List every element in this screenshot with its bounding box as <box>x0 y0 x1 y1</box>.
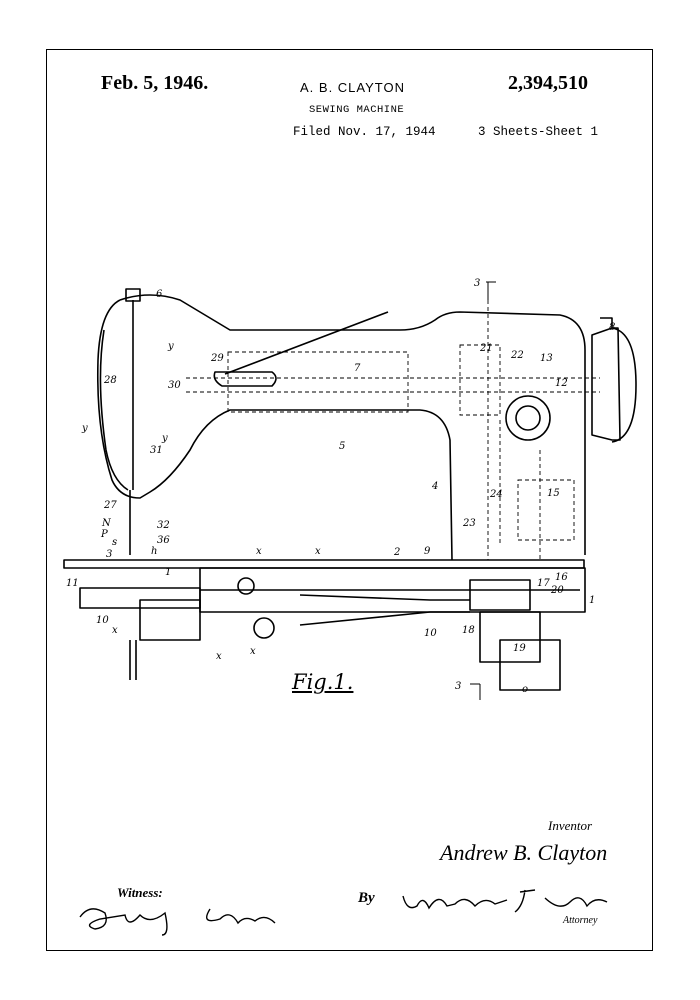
reference-numeral: 8 <box>609 322 615 333</box>
reference-numeral: 10 <box>96 615 109 626</box>
reference-numeral: 31 <box>150 445 163 456</box>
reference-numeral: N <box>101 518 112 529</box>
reference-numeral: 21 <box>479 343 493 354</box>
sheet-count: 3 Sheets-Sheet 1 <box>478 125 599 139</box>
reference-numeral: s <box>112 537 117 548</box>
reference-numeral: 4 <box>431 481 438 492</box>
patent-title: SEWING MACHINE <box>309 104 405 116</box>
reference-numeral: 12 <box>555 378 568 389</box>
inventor-signature: Andrew B. Clayton <box>440 840 608 865</box>
inventor-label: Inventor <box>548 818 593 833</box>
reference-numeral: 1 <box>589 595 595 606</box>
reference-numeral: 20 <box>550 585 564 596</box>
reference-numeral: y <box>81 423 88 434</box>
hidden-lines <box>186 300 600 560</box>
attorney-label: Attorney <box>563 915 598 926</box>
reference-numeral: 5 <box>339 441 345 452</box>
reference-numeral: 7 <box>354 363 361 374</box>
reference-numeral: x <box>256 546 262 557</box>
reference-numeral: 23 <box>462 518 476 529</box>
reference-numeral: 13 <box>540 353 553 364</box>
reference-numeral: 6 <box>156 289 163 300</box>
witness-label: Witness: <box>117 885 163 900</box>
reference-numeral: 17 <box>537 578 550 589</box>
reference-numeral: 11 <box>66 578 79 589</box>
reference-numeral: 29 <box>210 353 224 364</box>
reference-numeral: 27 <box>103 500 117 511</box>
patent-date: Feb. 5, 1946. <box>101 72 209 94</box>
attorney-signature <box>402 889 608 913</box>
reference-numeral: P <box>100 529 108 540</box>
patent-number: 2,394,510 <box>508 72 588 94</box>
witness-signature <box>79 908 276 936</box>
reference-numeral: o <box>522 684 528 695</box>
inventor-name: A. B. CLAYTON <box>300 80 405 95</box>
reference-numeral: x <box>216 651 222 662</box>
border-frame <box>46 49 653 951</box>
reference-numeral: x <box>112 625 118 636</box>
reference-numeral: x <box>250 646 256 657</box>
reference-numeral: 32 <box>157 520 170 531</box>
reference-numeral: y <box>161 433 168 444</box>
machine-outline <box>63 288 637 691</box>
filed-date: Filed Nov. 17, 1944 <box>293 125 436 139</box>
reference-numeral: y <box>167 341 174 352</box>
reference-numeral: 19 <box>513 643 526 654</box>
reference-numeral: 10 <box>424 628 437 639</box>
reference-numeral: 30 <box>168 380 181 391</box>
reference-numeral: 16 <box>555 572 568 583</box>
figure-caption: Fig.1. <box>292 670 354 694</box>
reference-numeral: 18 <box>462 625 475 636</box>
reference-numeral: 36 <box>157 535 170 546</box>
reference-numeral: h <box>151 546 157 557</box>
by-label: By <box>358 890 375 906</box>
reference-numeral: 3 <box>455 681 461 692</box>
reference-numeral: 1 <box>165 567 171 578</box>
reference-numeral: 15 <box>547 488 560 499</box>
reference-numeral: 24 <box>489 489 503 500</box>
reference-numeral: x <box>315 546 321 557</box>
reference-numeral: 3 <box>474 278 480 289</box>
section-line <box>470 281 496 700</box>
reference-numeral: 2 <box>393 547 400 558</box>
reference-numeral: 3 <box>106 549 112 560</box>
reference-numeral: 9 <box>424 546 431 557</box>
reference-numeral: 28 <box>103 375 117 386</box>
reference-numeral: 22 <box>510 350 524 361</box>
